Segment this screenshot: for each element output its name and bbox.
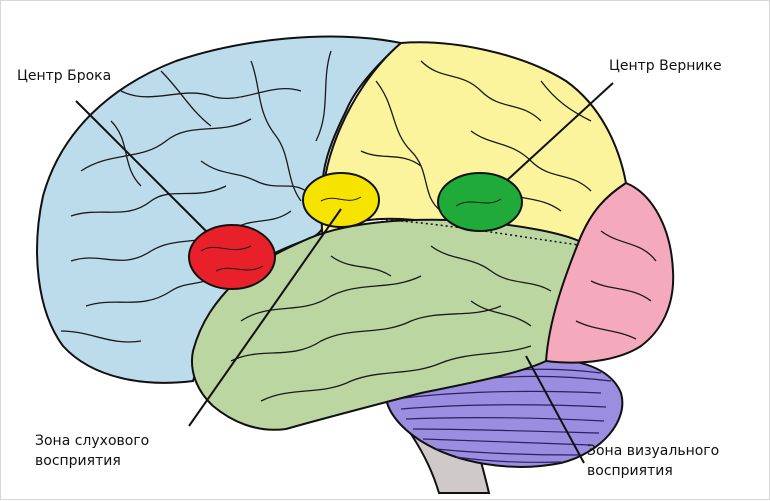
visual-zone-label: Зона визуального восприятия [587, 441, 719, 481]
auditory-zone-label-line1: Зона слухового [35, 431, 149, 451]
auditory-zone-label: Зона слухового восприятия [35, 431, 149, 471]
visual-zone-label-line2: восприятия [587, 461, 719, 481]
auditory-zone-label-line2: восприятия [35, 451, 149, 471]
wernicke-area-marker [438, 173, 522, 231]
broca-label: Центр Брока [17, 66, 111, 86]
broca-area-marker [189, 225, 275, 289]
visual-zone-label-line1: Зона визуального [587, 441, 719, 461]
wernicke-label: Центр Вернике [609, 56, 722, 76]
wernicke-label-text: Центр Вернике [609, 56, 722, 76]
auditory-area-marker [303, 173, 379, 227]
broca-label-text: Центр Брока [17, 66, 111, 86]
